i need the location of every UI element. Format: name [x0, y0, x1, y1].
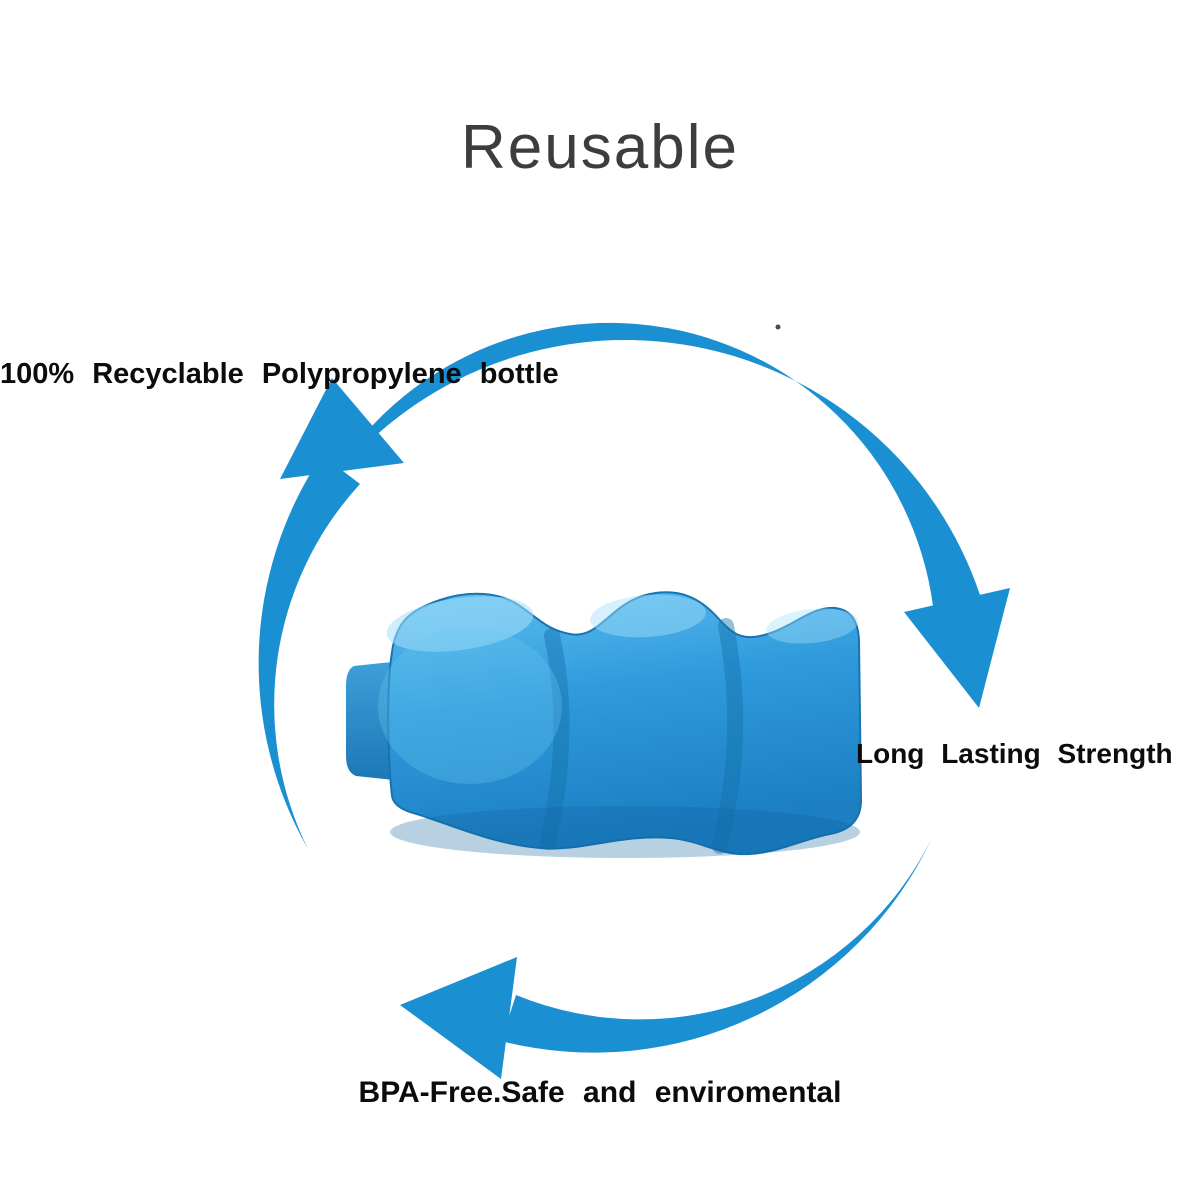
ice-pack-groove-right: [712, 618, 744, 854]
cycle-arrow-left-arc: [258, 455, 360, 849]
ice-pack-highlight-mid: [590, 594, 706, 638]
ice-pack-image: [346, 591, 863, 858]
label-recyclable-bottle: 100% Recyclable Polypropylene bottle: [0, 358, 559, 390]
ice-pack-groove-left: [540, 628, 570, 850]
ice-pack-highlight-right: [766, 608, 858, 644]
label-long-lasting-strength: Long Lasting Strength: [856, 738, 1173, 769]
ice-pack-cap: [346, 662, 394, 780]
cycle-arrow-left-head: [280, 378, 404, 479]
cycle-arrow-bottom-head: [400, 957, 517, 1079]
ice-pack-highlight-left: [386, 596, 534, 652]
cycle-arrow-left: [258, 378, 404, 849]
cycle-arrow-bottom: [400, 838, 932, 1079]
ice-pack-body: [387, 591, 863, 856]
ice-pack-bottom-shade: [390, 806, 860, 858]
recycle-cycle-arrows: [258, 322, 1010, 1079]
page-title: Reusable: [461, 113, 739, 182]
cycle-arrow-top-head: [904, 588, 1010, 708]
cycle-arrow-top: [323, 322, 1010, 708]
speck: [775, 324, 781, 330]
label-bpa-free: BPA-Free.Safe and enviromental: [358, 1076, 842, 1109]
ice-pack-sheen: [378, 628, 562, 784]
cycle-arrow-top-arc: [323, 322, 980, 606]
cycle-arrow-bottom-arc: [501, 838, 932, 1053]
